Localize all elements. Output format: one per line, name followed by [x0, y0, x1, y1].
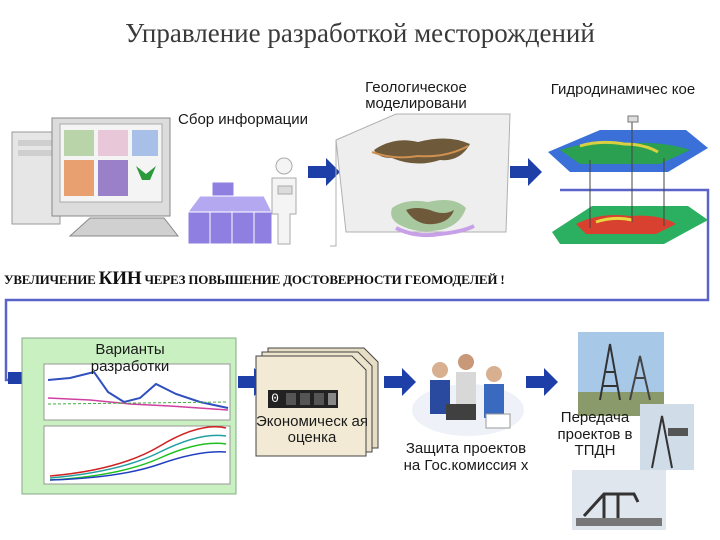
- arrow-defense-to-transfer: [526, 368, 558, 396]
- meeting-illustration: [412, 354, 524, 436]
- person-illustration: [271, 157, 297, 245]
- banner-part-3: ЧЕРЕЗ ПОВЫШЕНИЕ ДОСТОВЕРНОСТИ ГЕОМОДЕЛЕЙ…: [141, 272, 505, 287]
- arrow-info-to-geo: [308, 158, 340, 186]
- hydrodynamic-model-image: [548, 115, 708, 244]
- economic-evaluation-label: Экономическ ая оценка: [255, 413, 369, 446]
- project-transfer-label: Передача проектов в ТПДН: [557, 409, 633, 459]
- banner-kin: КИН: [98, 268, 142, 289]
- counter-digit: 0: [271, 391, 279, 406]
- kin-banner: УВЕЛИЧЕНИЕ КИН ЧЕРЕЗ ПОВЫШЕНИЕ ДОСТОВЕРН…: [4, 268, 716, 290]
- hydrodynamic-modeling-label: Гидродинамичес кое: [550, 81, 696, 98]
- computer-illustration: [11, 117, 180, 237]
- project-defense-label: Защита проектов на Гос.комиссия х: [403, 440, 529, 475]
- arrow-geo-to-hydro: [510, 158, 542, 186]
- oilfield-photos: [572, 332, 694, 530]
- variants-chart-image: [21, 337, 237, 495]
- geological-model-image: [330, 113, 511, 247]
- banner-part-1: УВЕЛИЧЕНИЕ: [4, 272, 99, 287]
- data-cubes-illustration: [187, 181, 273, 245]
- arrow-econ-to-defense: [384, 368, 416, 396]
- geological-modeling-label: Геологическое моделировани: [365, 79, 467, 112]
- development-variants-label: Варианты разработки: [90, 341, 170, 375]
- page-title: Управление разработкой месторождений: [125, 18, 595, 48]
- info-collection-label: Сбор информации: [178, 111, 308, 128]
- economic-documents-image: [255, 347, 379, 457]
